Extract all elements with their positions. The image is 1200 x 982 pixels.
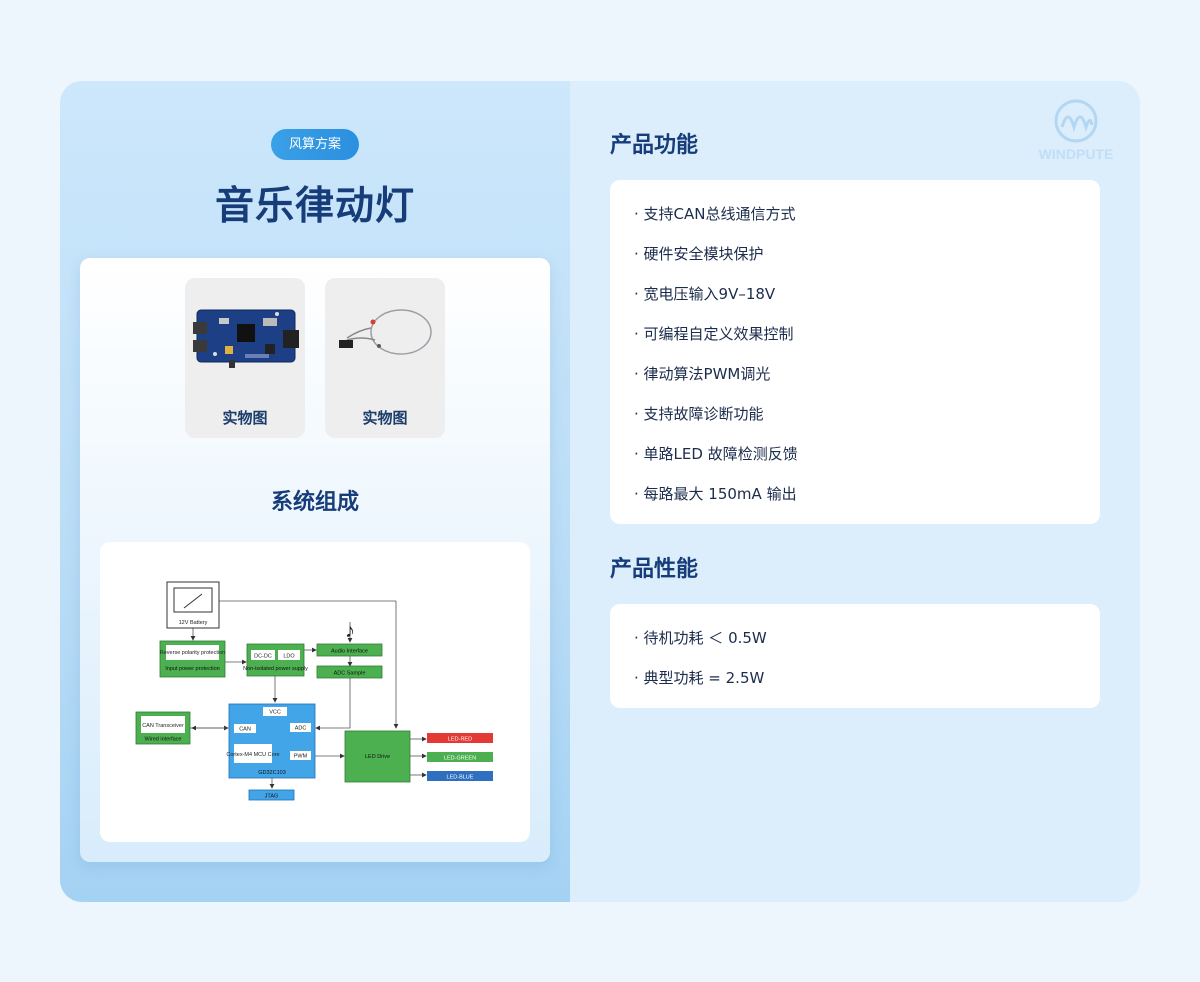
system-diagram: 12V Battery Reverse polarity protection … <box>100 542 530 842</box>
input-power-label: Input power protection <box>165 666 219 672</box>
can-transceiver-label: CAN Transceiver <box>142 723 184 729</box>
list-item: · 待机功耗 ＜ 0.5W <box>634 629 767 647</box>
list-item: · 硬件安全模块保护 <box>634 245 764 263</box>
photo-caption: 实物图 <box>222 409 268 427</box>
photo-card-wire: 实物图 <box>325 278 445 438</box>
product-title: 音乐律动灯 <box>214 184 415 229</box>
dcdc-label: DC-DC <box>254 654 272 660</box>
music-note-icon: ♪ <box>345 620 355 642</box>
product-card: 风算方案 音乐律动灯 <box>60 81 1140 902</box>
led-blue-label: LED-BLUE <box>447 775 474 781</box>
reverse-polarity-label: Reverse polarity protection <box>160 650 225 656</box>
adc-sample-block <box>316 665 383 679</box>
pwm-label: PWM <box>294 754 308 760</box>
non-isolated-label: Non-isolated power supply <box>243 666 308 672</box>
led-drive-label: LED Drive <box>365 754 390 760</box>
battery-label: 12V Battery <box>179 620 208 626</box>
left-panel: 风算方案 音乐律动灯 <box>60 81 570 902</box>
performance-list: · 待机功耗 ＜ 0.5W · 典型功耗 = 2.5W <box>610 604 1100 708</box>
led-red-label: LED-RED <box>448 737 472 743</box>
led-drive-block <box>344 730 411 783</box>
list-item: · 宽电压输入9V–18V <box>634 285 776 303</box>
led-green-block <box>427 752 493 762</box>
ldo-label: LDO <box>283 654 295 660</box>
core-label: Cortex-M4 MCU Core <box>226 752 279 758</box>
photo-caption: 实物图 <box>362 409 408 427</box>
mcu-block <box>228 703 316 779</box>
pcb-board-icon <box>193 309 299 368</box>
adc-sample-label: ADC Sample <box>334 671 366 677</box>
performance-title: 产品性能 <box>610 557 699 582</box>
list-item: · 典型功耗 = 2.5W <box>634 669 765 687</box>
led-wire-icon <box>339 309 432 355</box>
adc-label: ADC <box>295 726 307 732</box>
wired-interface-label: Wired interface <box>145 737 182 743</box>
audio-interface-label: Audio Interface <box>331 649 368 655</box>
jtag-block <box>248 789 295 801</box>
right-panel: WINDPUTE 产品功能 · 支持CAN总线通信方式 · 硬件安全模块保护 ·… <box>570 81 1140 902</box>
vcc-label: VCC <box>269 710 281 716</box>
brand-tag: 风算方案 <box>271 129 359 160</box>
led-green-label: LED-GREEN <box>444 756 476 762</box>
block-diagram: 12V Battery Reverse polarity protection … <box>135 581 493 801</box>
windpute-logo-icon: WINDPUTE <box>1039 99 1114 162</box>
list-item: · 每路最大 150mA 输出 <box>634 485 797 503</box>
list-item: · 律动算法PWM调光 <box>634 365 771 383</box>
features-list: · 支持CAN总线通信方式 · 硬件安全模块保护 · 宽电压输入9V–18V ·… <box>610 180 1100 524</box>
list-item: · 支持CAN总线通信方式 <box>634 205 796 223</box>
media-panel: 实物图 实物图 系统组成 <box>80 258 550 862</box>
list-item: · 单路LED 故障检测反馈 <box>634 445 798 463</box>
audio-interface-block <box>316 643 383 657</box>
features-title: 产品功能 <box>610 133 699 158</box>
list-item: · 可编程自定义效果控制 <box>634 325 794 343</box>
jtag-label: JTAG <box>265 794 279 800</box>
logo-text: WINDPUTE <box>1039 146 1114 162</box>
list-item: · 支持故障诊断功能 <box>634 405 764 423</box>
photo-card-board: 实物图 <box>185 278 305 438</box>
led-blue-block <box>427 771 493 781</box>
mcu-label: GD32C103 <box>258 770 286 776</box>
led-red-block <box>427 733 493 743</box>
system-title: 系统组成 <box>270 490 359 515</box>
can-label: CAN <box>239 727 251 733</box>
